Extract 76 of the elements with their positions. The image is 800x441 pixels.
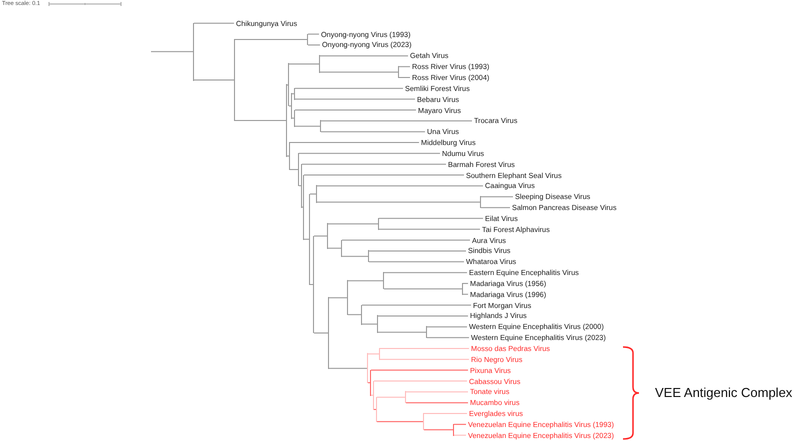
tree-branch xyxy=(290,169,298,170)
tree-branch xyxy=(368,382,370,384)
tree-branch xyxy=(298,152,440,154)
tree-branch xyxy=(362,304,472,306)
tree-branch xyxy=(302,164,446,165)
tree-branch xyxy=(378,332,426,333)
tree-branch xyxy=(304,238,310,240)
tree-branch xyxy=(380,358,470,360)
tree-branch xyxy=(290,142,420,144)
tree-branch xyxy=(292,118,294,119)
tree-branch xyxy=(454,424,466,425)
tree-branch xyxy=(398,77,410,78)
tree-branch xyxy=(194,80,234,81)
tree-branch xyxy=(194,22,234,24)
tree-branch xyxy=(286,156,290,157)
tree-branch xyxy=(480,207,510,208)
tree-branch xyxy=(292,93,294,94)
tree-branch xyxy=(320,55,408,56)
tree-branch xyxy=(398,66,410,68)
tree-branch xyxy=(480,196,514,198)
tree-branch xyxy=(406,391,468,392)
tree-branch xyxy=(294,98,416,100)
tree-branch xyxy=(288,105,292,106)
tree-branch xyxy=(406,402,468,404)
tree-branch xyxy=(376,421,424,422)
tree-branch xyxy=(424,429,454,430)
tree-branch xyxy=(288,63,320,64)
tree-branch xyxy=(370,394,374,396)
tree-branch xyxy=(328,248,342,249)
tree-branch xyxy=(426,326,468,328)
tree-branch xyxy=(348,314,362,316)
tree-branch xyxy=(374,408,376,410)
tree-branch xyxy=(320,72,398,73)
tree-branch xyxy=(320,120,472,122)
tree-branch xyxy=(342,256,368,257)
tree-branch xyxy=(384,288,462,290)
tree-branch xyxy=(304,174,464,176)
tree-branch xyxy=(328,368,368,369)
tree-branch xyxy=(308,44,320,46)
tree-branch xyxy=(384,272,468,274)
tree-branch xyxy=(320,131,426,132)
tree-branch xyxy=(234,120,286,121)
tree-branch xyxy=(308,34,320,35)
tree-branch xyxy=(310,284,314,286)
tree-branch xyxy=(368,250,466,252)
tree-branch xyxy=(294,126,320,127)
tree-branch xyxy=(342,240,470,241)
tree-branch xyxy=(368,261,464,262)
tree-branch xyxy=(370,370,468,371)
tree-branch xyxy=(310,194,316,195)
tree-branch xyxy=(380,348,470,349)
tree-branch xyxy=(316,185,484,186)
tree-branch xyxy=(378,315,468,316)
tree-branch xyxy=(378,218,484,219)
tree-branch xyxy=(376,396,406,398)
tree-branch xyxy=(314,236,328,237)
tree-branch xyxy=(234,39,308,40)
tree-branch xyxy=(348,280,384,282)
tree-branch xyxy=(424,413,468,414)
tree-branch xyxy=(368,353,380,354)
tree-branch xyxy=(328,223,378,224)
tree-branch xyxy=(316,202,480,203)
clade-label: VEE Antigenic Complex xyxy=(655,385,792,401)
tree-branch xyxy=(294,110,416,111)
tree-branch xyxy=(378,228,480,230)
tree-branch xyxy=(298,185,302,186)
tree-branch xyxy=(150,51,194,52)
tree-branch xyxy=(362,324,378,325)
tree-branch xyxy=(374,380,468,382)
tree-branch xyxy=(328,297,348,298)
tree-branch xyxy=(294,88,404,89)
tree-branch xyxy=(314,332,328,334)
tree-branch xyxy=(426,337,470,338)
tree-branch xyxy=(454,434,466,436)
tree-branch xyxy=(462,294,468,295)
tree-branch xyxy=(462,282,468,284)
